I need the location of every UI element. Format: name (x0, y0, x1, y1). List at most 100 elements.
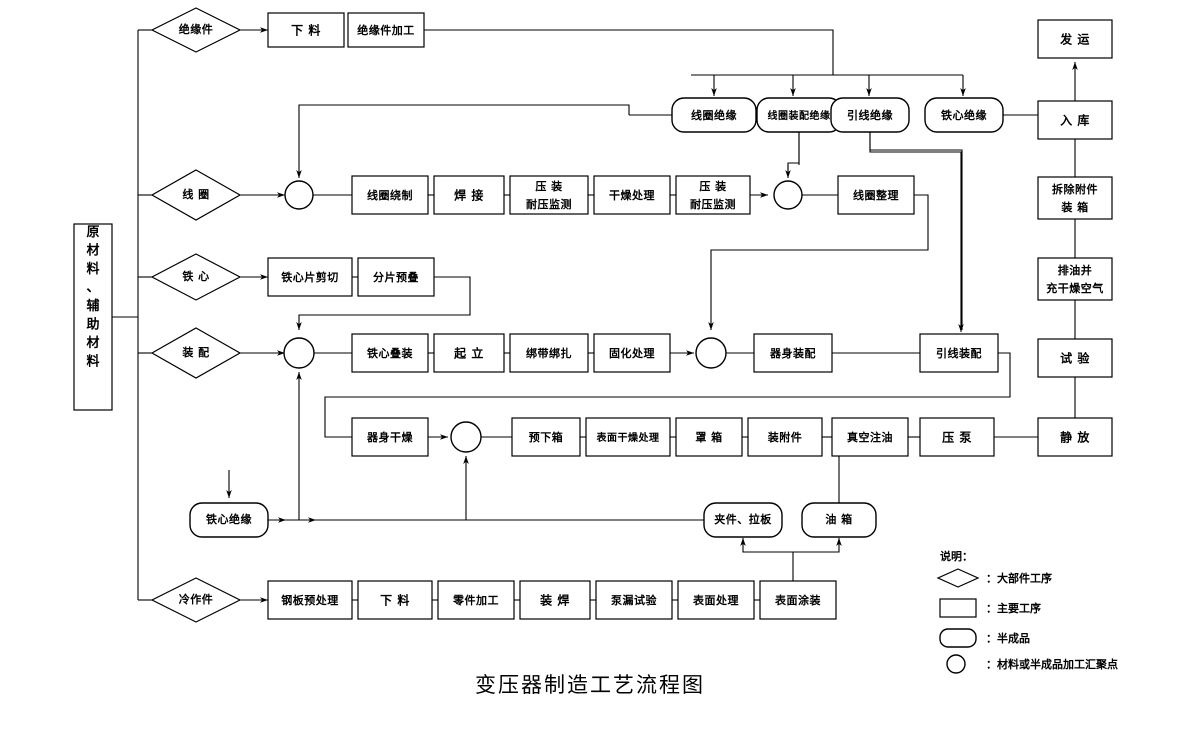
semi-label: 线圈装配绝缘 (768, 109, 831, 122)
branch-assembly[interactable]: 装 配 (150, 327, 242, 379)
semi-label: 铁心绝缘 (206, 512, 252, 526)
process-label: 零件加工 (452, 593, 499, 607)
process-insulation-machining[interactable]: 绝缘件加工 (347, 12, 425, 48)
process-label: 表面涂装 (774, 593, 821, 607)
process-label: 静 放 (1060, 430, 1090, 445)
process-label: 线圈整理 (853, 188, 899, 202)
process-label: 拆除附件 (1052, 182, 1098, 196)
process-label: 试 验 (1060, 351, 1090, 366)
branch-coil[interactable]: 线 圈 (150, 169, 242, 221)
process-label: 表面干燥处理 (596, 431, 660, 444)
process-label: 引线装配 (936, 346, 982, 360)
process-label: 泵漏试验 (611, 593, 657, 607)
process-sheet-prestack[interactable]: 分片预叠 (357, 257, 435, 297)
semi-coil-assembly-insulation[interactable]: 线圈装配绝缘 (756, 97, 842, 133)
process-label: 线圈绕制 (367, 188, 413, 202)
junction-coil-start[interactable] (284, 180, 314, 210)
process-label: 下 料 (291, 23, 321, 38)
process-fit-accessories[interactable]: 装附件 (747, 417, 823, 457)
process-pre-tanking[interactable]: 预下箱 (511, 417, 581, 457)
process-lead-assembly[interactable]: 引线装配 (919, 333, 999, 373)
process-vacuum-oiling[interactable]: 真空注油 (831, 417, 909, 457)
legend-label: ：半成品 (986, 631, 1030, 645)
junction-assembly-start[interactable] (283, 337, 315, 369)
process-label: 罩 箱 (695, 430, 722, 444)
semi-label: 线圈绝缘 (691, 108, 737, 122)
process-label: 装 焊 (539, 593, 570, 608)
process-label: 压 泵 (942, 431, 972, 445)
semi-oil-tank[interactable]: 油 箱 (801, 502, 877, 538)
process-label: 器身干燥 (366, 430, 413, 444)
process-body-assembly[interactable]: 器身装配 (753, 333, 833, 373)
process-surface-painting[interactable]: 表面涂装 (759, 580, 837, 620)
process-steel-pretreatment[interactable]: 钢板预处理 (267, 580, 353, 620)
process-tank-covering[interactable]: 罩 箱 (675, 417, 743, 457)
process-label: 固化处理 (609, 346, 655, 360)
process-curing[interactable]: 固化处理 (593, 333, 671, 373)
process-testing[interactable]: 试 验 (1037, 338, 1113, 378)
process-label: 铁心片剪切 (281, 270, 339, 284)
process-resting[interactable]: 静 放 (1037, 417, 1113, 457)
process-core-sheet-cutting[interactable]: 铁心片剪切 (267, 257, 353, 297)
semi-coil-insulation[interactable]: 线圈绝缘 (671, 97, 757, 133)
process-core-stacking[interactable]: 铁心叠装 (351, 333, 429, 373)
junction-drying[interactable] (450, 421, 482, 453)
process-coil-trimming[interactable]: 线圈整理 (837, 175, 915, 215)
process-label: 绝缘件加工 (357, 23, 415, 37)
branch-label-coil: 线 圈 (182, 187, 209, 201)
process-press-withstand-1[interactable]: 压 装 耐压监测 (509, 175, 589, 215)
process-warehousing[interactable]: 入 库 (1037, 100, 1113, 140)
process-parts-machining[interactable]: 零件加工 (437, 580, 515, 620)
process-body-drying[interactable]: 器身干燥 (351, 417, 429, 457)
process-xialiao-2[interactable]: 下 料 (357, 580, 433, 620)
process-welding[interactable]: 焊 接 (433, 175, 505, 215)
process-label: 干燥处理 (609, 188, 655, 202)
process-coil-winding[interactable]: 线圈绕制 (351, 175, 429, 215)
process-label: 钢板预处理 (281, 593, 339, 607)
junction-body-assembly[interactable] (695, 337, 727, 369)
process-label: 起 立 (453, 346, 484, 361)
legend-label: ：材料或半成品加工汇聚点 (986, 657, 1118, 671)
process-surface-treatment[interactable]: 表面处理 (677, 580, 755, 620)
process-label-line2: 充干燥空气 (1046, 281, 1104, 295)
process-drying-treatment[interactable]: 干燥处理 (593, 175, 671, 215)
process-pressure-pump[interactable]: 压 泵 (919, 417, 995, 457)
branch-core[interactable]: 铁 心 (150, 253, 242, 301)
process-label-line2: 装 箱 (1060, 200, 1088, 214)
process-label: 铁心叠装 (367, 346, 413, 360)
process-drain-oil[interactable]: 排油并 充干燥空气 (1037, 257, 1113, 301)
semi-core-insulation-top[interactable]: 铁心绝缘 (924, 97, 1004, 133)
process-xialiao-1[interactable]: 下 料 (267, 12, 345, 48)
process-erecting[interactable]: 起 立 (433, 333, 505, 373)
process-label: 排油并 (1058, 263, 1093, 277)
process-press-withstand-2[interactable]: 压 装 耐压监测 (675, 175, 751, 215)
junction-coil-finish[interactable] (773, 180, 803, 210)
semi-label: 引线绝缘 (847, 108, 893, 122)
semi-label: 油 箱 (825, 512, 852, 526)
process-label: 绑带绑扎 (526, 346, 572, 360)
process-surface-drying[interactable]: 表面干燥处理 (585, 417, 671, 457)
process-banding[interactable]: 绑带绑扎 (509, 333, 589, 373)
legend-item-semi-product: ：半成品 (939, 628, 1030, 648)
process-label-line2: 耐压监测 (690, 197, 736, 211)
process-label: 发 运 (1059, 32, 1090, 47)
process-shipping[interactable]: 发 运 (1037, 19, 1113, 59)
semi-label: 铁心绝缘 (941, 108, 987, 122)
process-dismantle-accessories[interactable]: 拆除附件 装 箱 (1037, 176, 1113, 220)
branch-label-coldwork: 冷作件 (179, 592, 214, 606)
semi-lead-insulation[interactable]: 引线绝缘 (830, 97, 910, 133)
source-material-label: 原材料、辅助材料 (86, 225, 99, 370)
source-material-block: 原材料、辅助材料 (73, 223, 113, 411)
branch-coldwork[interactable]: 冷作件 (150, 577, 242, 623)
process-label: 器身装配 (769, 346, 816, 360)
process-assembly-welding[interactable]: 装 焊 (519, 580, 591, 620)
semi-core-insulation-left[interactable]: 铁心绝缘 (189, 502, 269, 538)
branch-label-insulation-part: 绝缘件 (179, 22, 214, 36)
semi-clamp-pullplate[interactable]: 夹件、拉板 (703, 502, 783, 538)
process-label: 压 装 (699, 179, 726, 193)
process-leak-test[interactable]: 泵漏试验 (595, 580, 673, 620)
process-label: 压 装 (535, 179, 562, 193)
branch-insulation-part[interactable]: 绝缘件 (150, 7, 242, 53)
